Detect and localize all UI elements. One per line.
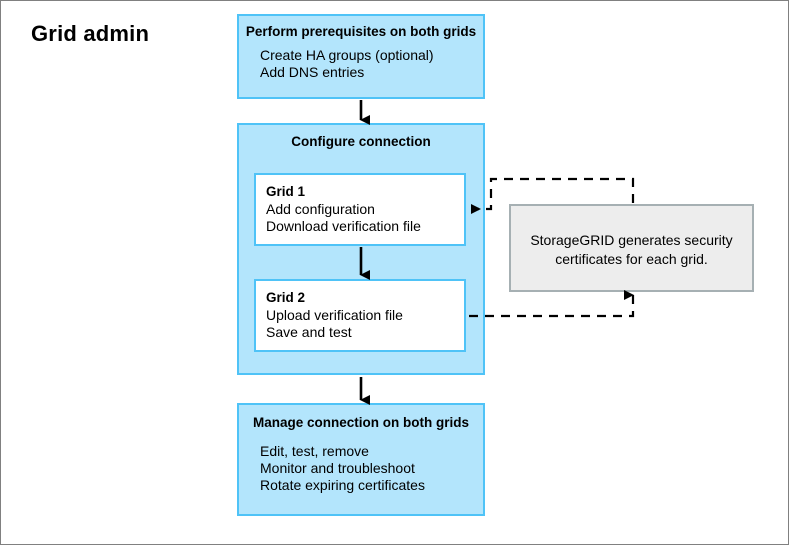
step-body: Edit, test, remove Monitor and troublesh… (260, 443, 425, 493)
dashed-grid2-to-note (469, 290, 635, 318)
role-title: Grid admin (31, 21, 150, 46)
substep-body: Add configuration Download verification … (266, 201, 421, 234)
substep-grid-2: Grid 2 Upload verification file Save and… (254, 279, 466, 352)
note-text: StorageGRID generates security certifica… (530, 232, 733, 267)
note-certificates: StorageGRID generates security certifica… (509, 204, 754, 292)
substep-title: Grid 1 (266, 184, 306, 199)
step-manage-connection: Manage connection on both grids Edit, te… (237, 403, 485, 516)
step-perform-prerequisites: Perform prerequisites on both grids Crea… (237, 14, 485, 99)
step-heading: Perform prerequisites on both grids (245, 24, 477, 39)
step-heading: Manage connection on both grids (253, 415, 469, 430)
step-body: Create HA groups (optional) Add DNS entr… (260, 47, 434, 80)
step-heading: Configure connection (291, 134, 431, 149)
substep-title: Grid 2 (266, 290, 306, 305)
substep-grid-1: Grid 1 Add configuration Download verifi… (254, 173, 466, 246)
substep-body: Upload verification file Save and test (266, 307, 403, 340)
